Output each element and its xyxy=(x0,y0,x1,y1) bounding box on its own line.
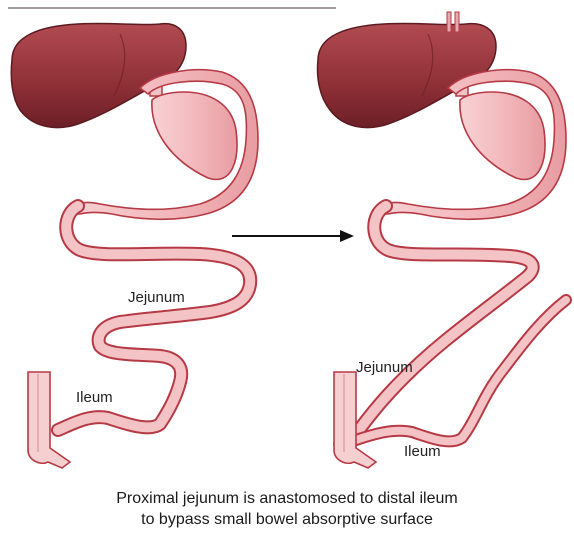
bypass-anatomy: Jejunum Ileum xyxy=(318,12,567,468)
jejunum-label-right: Jejunum xyxy=(356,359,413,376)
caption-line-2: to bypass small bowel absorptive surface xyxy=(0,510,574,530)
ileum-label-right: Ileum xyxy=(404,443,441,460)
ileum-label-left: Ileum xyxy=(76,389,113,406)
jejunum-label-left: Jejunum xyxy=(128,289,185,306)
small-intestine-right xyxy=(340,206,533,444)
caption-line-1: Proximal jejunum is anastomosed to dista… xyxy=(0,489,574,509)
transition-arrow xyxy=(232,230,354,242)
normal-anatomy: Jejunum Ileum xyxy=(11,23,258,468)
